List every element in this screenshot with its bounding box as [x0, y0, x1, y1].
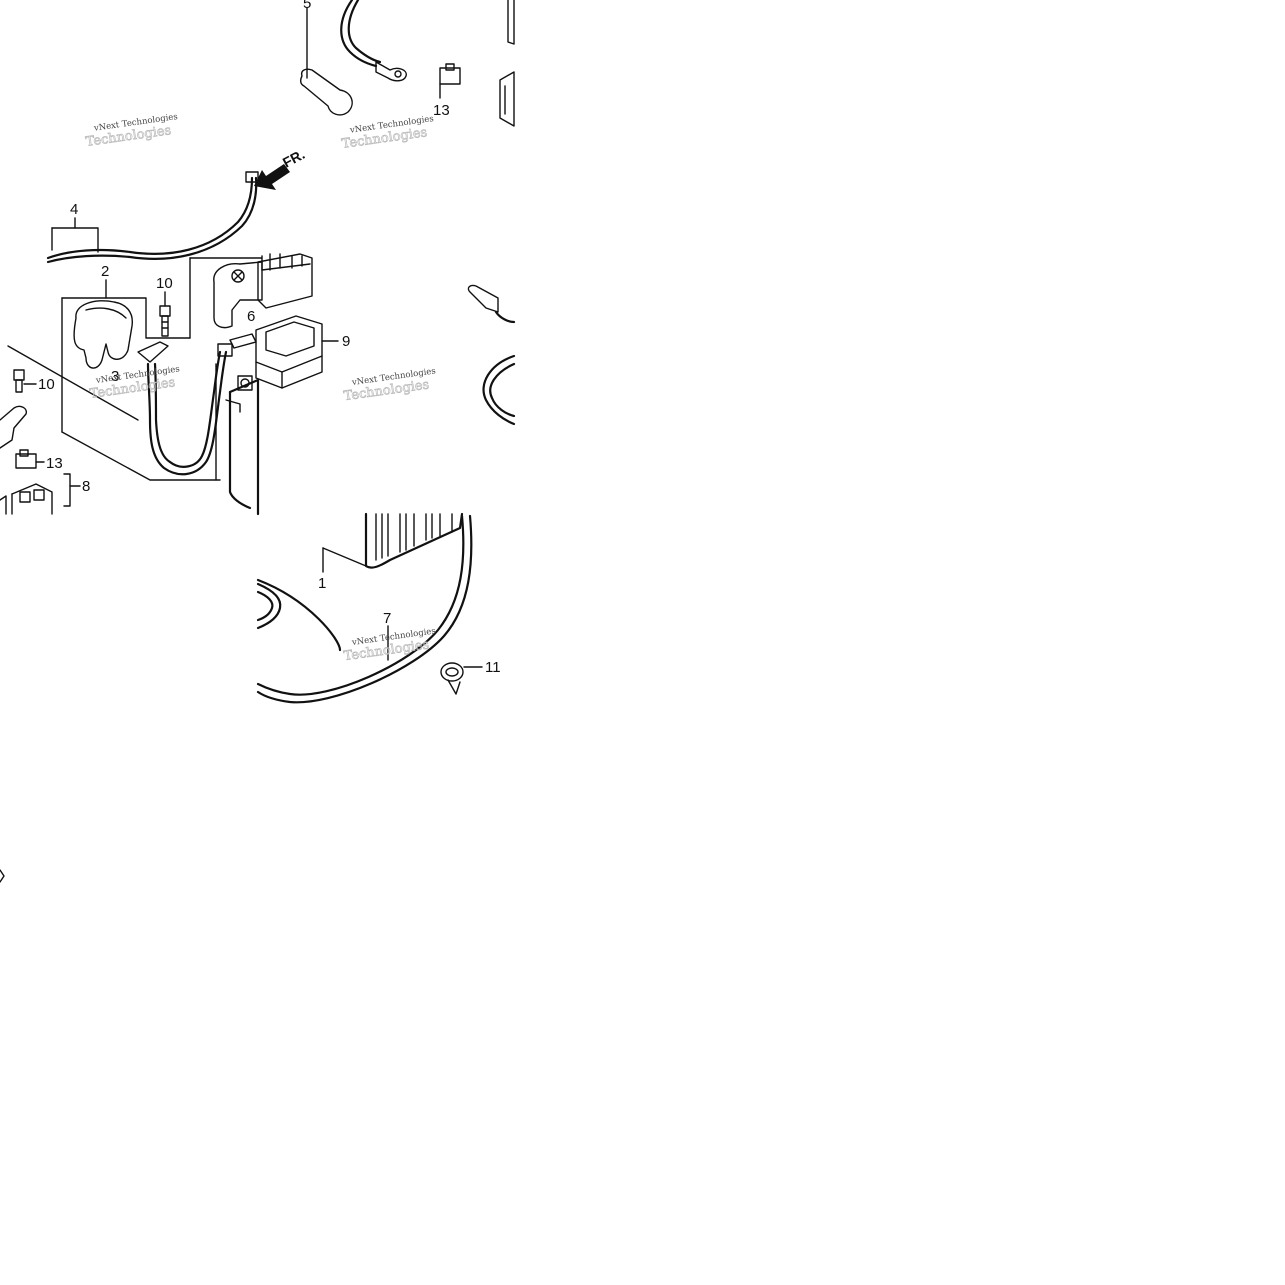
callout-8: 8	[82, 478, 90, 495]
battery-1	[225, 375, 464, 573]
terminal-box-9	[255, 315, 339, 389]
front-direction-arrow: FR.	[254, 146, 307, 190]
fuse-13-top	[439, 63, 461, 99]
watermark-3: vNext Technologies Technologies	[88, 364, 180, 402]
callout-11: 11	[485, 659, 501, 676]
starter-relay-6	[189, 253, 313, 339]
callout-3: 3	[111, 368, 119, 385]
fuse-box-8	[0, 473, 81, 515]
cable-5	[299, 0, 407, 116]
watermark-2: vNext Technologies Technologies	[340, 114, 434, 152]
bolt-10-lower	[13, 369, 37, 393]
callout-6: 6	[247, 308, 255, 325]
bolt-10-upper	[159, 291, 171, 337]
watermark-5: vNext Technologies Technologies	[343, 626, 437, 664]
battery-set-outline	[7, 345, 221, 481]
terminal-cover-2	[61, 279, 191, 433]
callout-1: 1	[318, 575, 326, 592]
fuse-13-left	[15, 449, 45, 469]
clipped-terminal-left	[0, 405, 27, 449]
clipped-component-top-right	[499, 0, 515, 127]
callout-10-upper: 10	[156, 275, 173, 292]
callout-5: 5	[303, 0, 311, 12]
battery-band-7	[256, 514, 473, 704]
callout-13-top: 13	[433, 102, 450, 119]
callout-4: 4	[70, 201, 78, 218]
callout-7: 7	[383, 610, 391, 627]
watermark-1: vNext Technologies Technologies	[84, 112, 178, 150]
watermark-4: vNext Technologies Technologies	[343, 366, 437, 404]
callout-13-left: 13	[46, 455, 63, 472]
harness-wire-4	[46, 171, 259, 264]
stray-mark	[0, 869, 5, 883]
battery-cable-negative	[137, 333, 257, 476]
clip-11	[440, 662, 483, 695]
callout-10-lower: 10	[38, 376, 55, 393]
clipped-cable-right	[467, 284, 516, 426]
callout-9: 9	[342, 333, 350, 350]
callout-2: 2	[101, 263, 109, 280]
